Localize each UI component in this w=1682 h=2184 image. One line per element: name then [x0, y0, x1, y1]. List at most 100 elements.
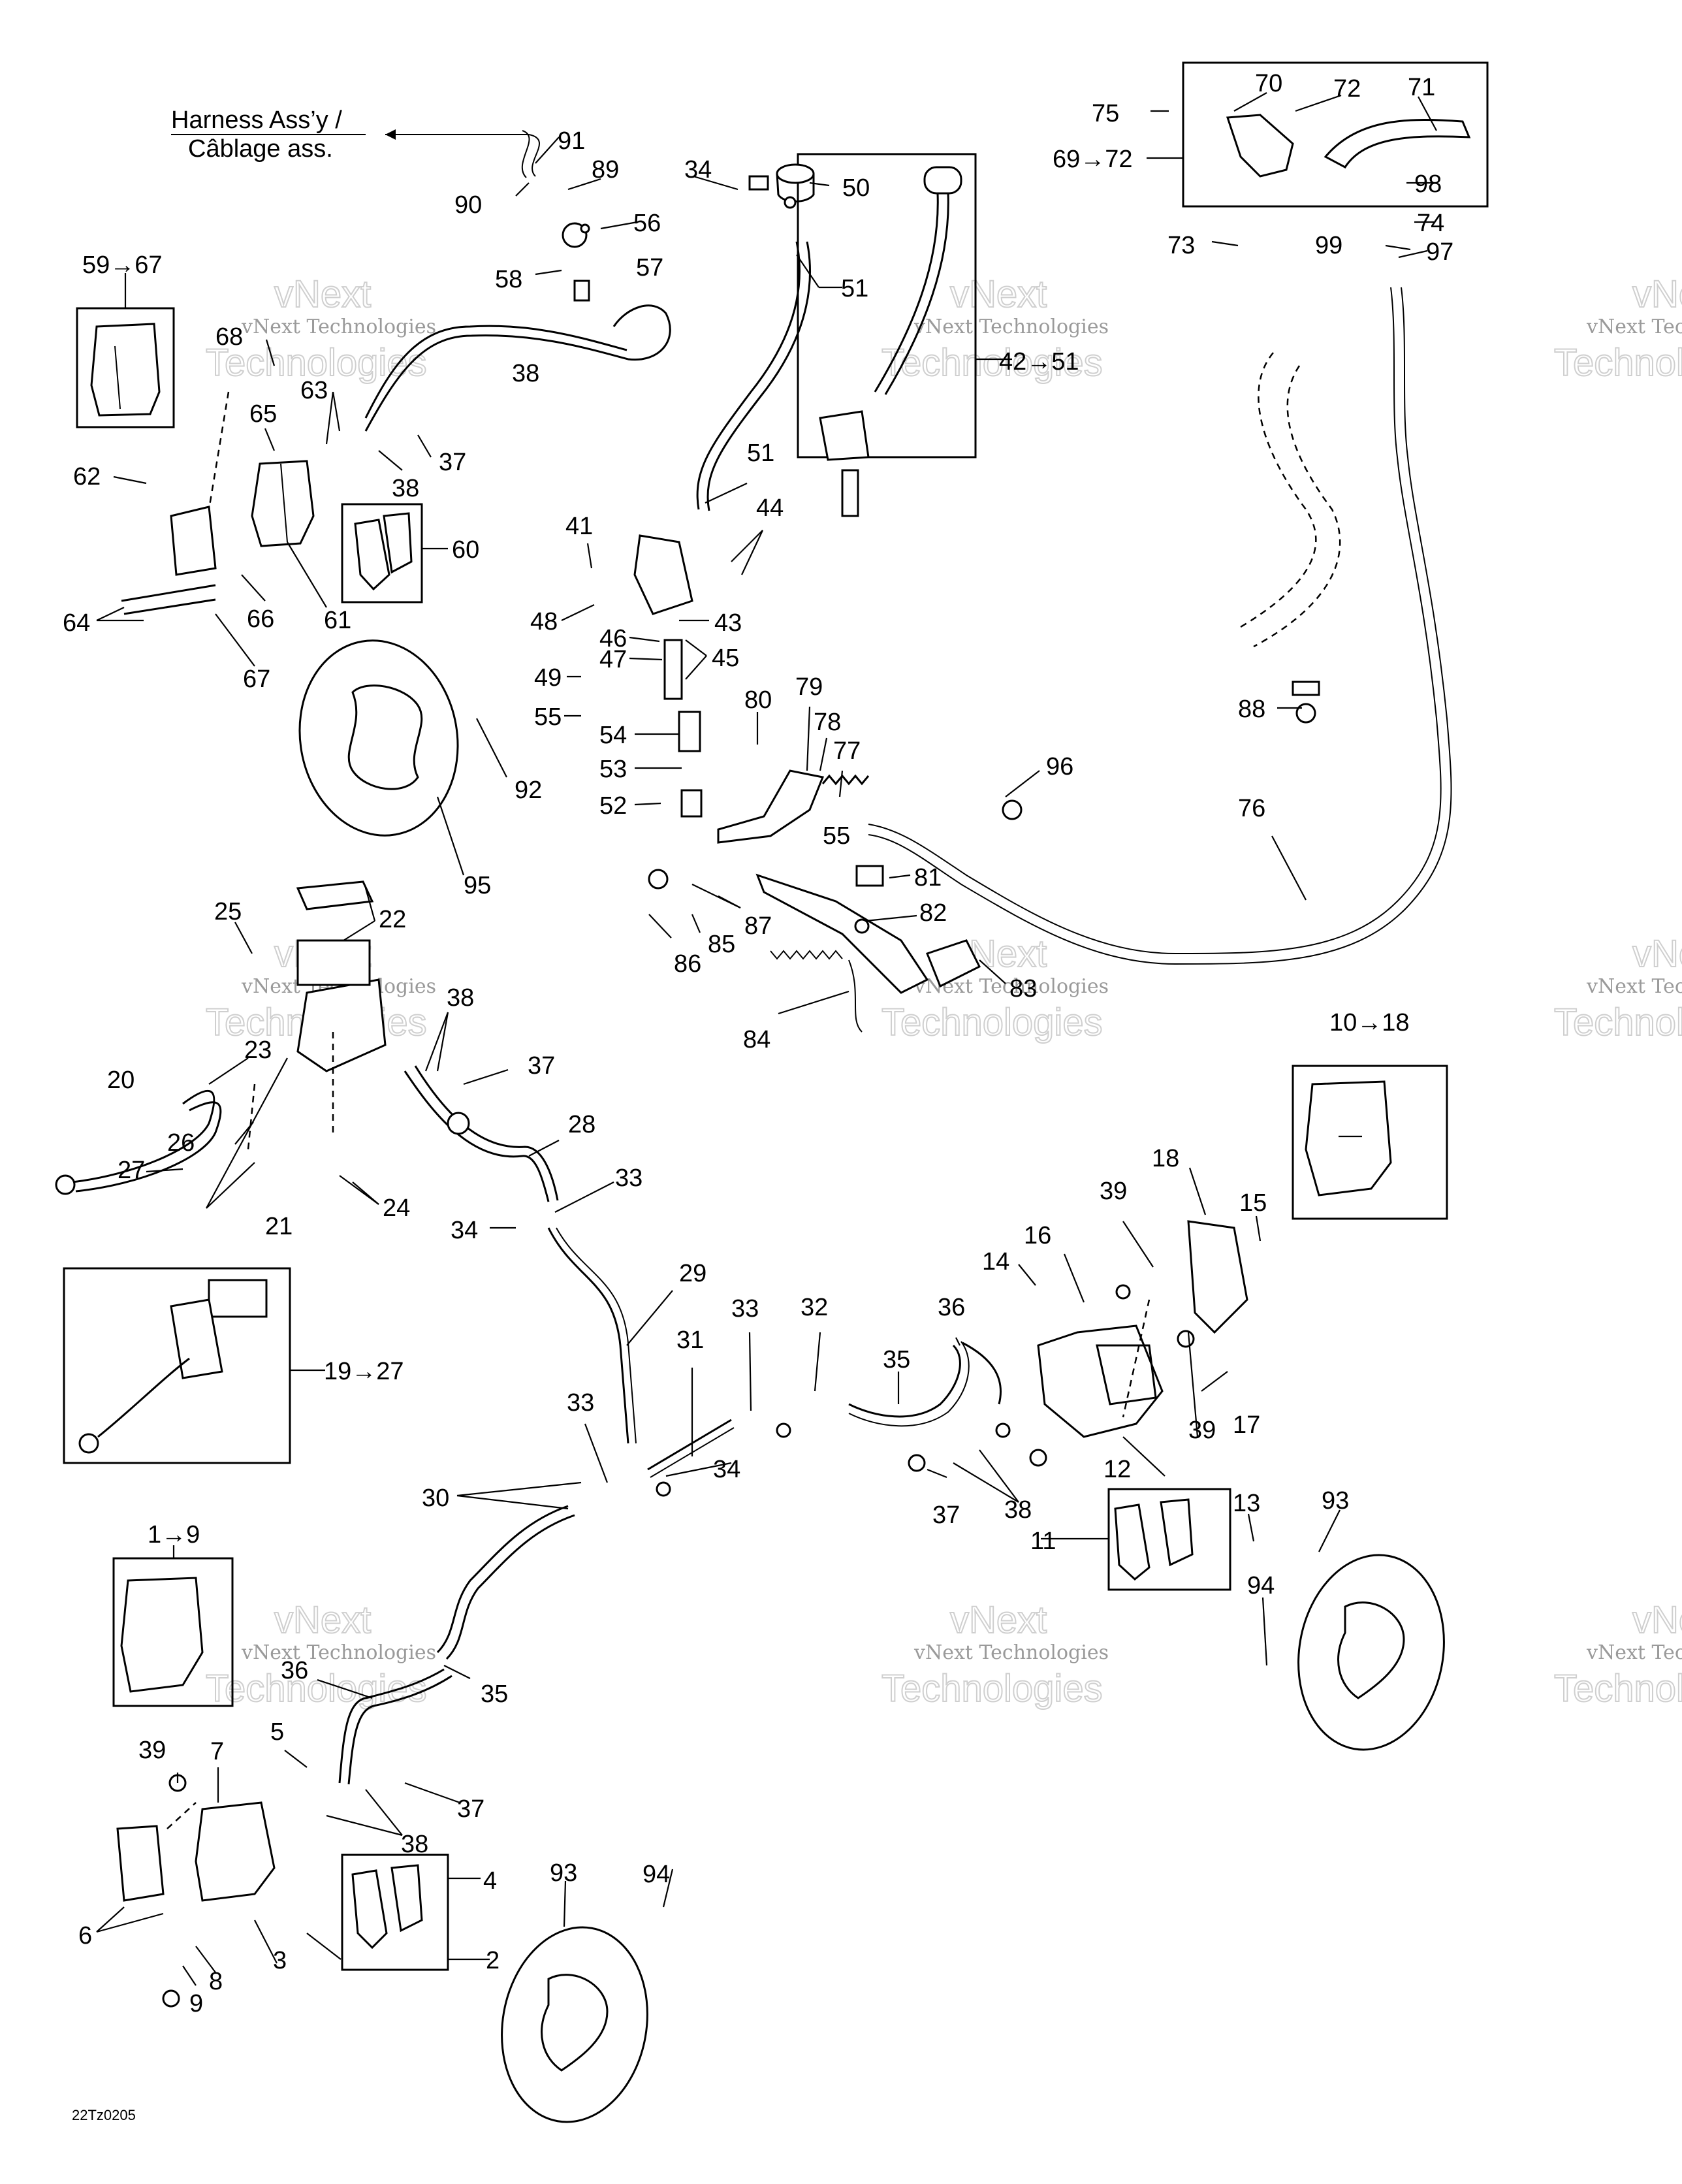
callout-77: 77 — [833, 737, 861, 765]
callout-90: 90 — [454, 191, 482, 219]
callout-80: 80 — [744, 686, 772, 714]
harness-label-line2: Câblage ass. — [188, 135, 333, 163]
brake-pedal-83 — [717, 769, 981, 994]
watermark-text: vNext Technologies — [1586, 975, 1682, 998]
callout-35-right: 35 — [883, 1346, 910, 1373]
callout-99: 99 — [1315, 232, 1342, 259]
callout-13: 13 — [1233, 1490, 1260, 1517]
callout-19-27: 19→27 — [324, 1358, 404, 1385]
callout-8: 8 — [209, 1968, 223, 1995]
callout-37-upper: 37 — [439, 449, 466, 476]
callout-56: 56 — [633, 210, 661, 237]
callout-49: 49 — [534, 664, 562, 692]
brake-pad-box-60 — [341, 503, 423, 603]
callout-38-lower: 38 — [401, 1831, 428, 1858]
watermark-text-large: Technologies — [1554, 1667, 1682, 1710]
callout-10-18: 10→18 — [1329, 1009, 1410, 1036]
brake-pads-60 — [354, 512, 413, 591]
watermark-brand: vNext — [274, 1599, 371, 1641]
brake-line-29 — [547, 1227, 629, 1444]
callout-46: 46 — [599, 625, 627, 652]
callout-32: 32 — [801, 1294, 828, 1321]
hose-35-right — [848, 1344, 961, 1418]
callout-59-67: 59→67 — [82, 251, 163, 279]
watermark-brand: vNext — [950, 273, 1047, 315]
callout-93-left: 93 — [550, 1859, 577, 1887]
watermark-text: vNext Technologies — [241, 315, 436, 338]
callout-18: 18 — [1152, 1145, 1179, 1172]
master-cylinder-43 — [633, 534, 701, 752]
callout-21: 21 — [265, 1213, 293, 1240]
brake-disc-93-right — [1297, 1554, 1445, 1751]
spring-78 — [821, 774, 870, 786]
callout-31: 31 — [676, 1326, 704, 1354]
watermark-brand: vNext — [1632, 1599, 1682, 1641]
watermark-brand: vNext — [950, 1599, 1047, 1641]
watermark-text: vNext Technologies — [1586, 315, 1682, 338]
callout-88: 88 — [1238, 696, 1265, 723]
caliper-bracket-67 — [170, 506, 217, 576]
callout-6: 6 — [78, 1922, 92, 1950]
callout-98: 98 — [1414, 170, 1442, 198]
drawing-code: 22Tz0205 — [72, 2107, 136, 2123]
watermark-text: vNext Technologies — [241, 1641, 436, 1664]
callout-45: 45 — [712, 645, 739, 672]
watermark-text-large: Technologies — [881, 342, 1103, 384]
callout-34: 34 — [684, 156, 712, 184]
spring-84 — [770, 950, 863, 1033]
callout-87: 87 — [744, 912, 772, 940]
callout-26: 26 — [167, 1129, 195, 1157]
harness-label: Harness Ass’y / Câblage ass. — [171, 106, 529, 163]
callout-79: 79 — [795, 673, 823, 701]
watermark-brand: vNext — [1632, 933, 1682, 975]
caliper-assembly-box-10 — [1292, 1065, 1448, 1220]
caliper-12 — [1037, 1220, 1248, 1438]
callout-85: 85 — [708, 931, 735, 958]
callout-38-right: 38 — [1004, 1496, 1032, 1524]
callout-75: 75 — [1092, 100, 1119, 127]
callout-68: 68 — [215, 323, 243, 351]
handlebar-outline — [1240, 352, 1317, 628]
callout-38-mid: 38 — [392, 475, 419, 502]
brake-line-31 — [647, 1419, 732, 1471]
watermark-group: vNext vNext Technologies Technologies vN… — [205, 272, 1682, 1710]
callout-35-left: 35 — [481, 1680, 508, 1708]
hoses-and-lines — [338, 130, 1452, 1785]
arrow-icon — [385, 129, 396, 140]
callout-58: 58 — [495, 266, 522, 293]
callout-73: 73 — [1167, 232, 1195, 259]
callout-37-right: 37 — [932, 1502, 960, 1529]
watermark-text: vNext Technologies — [1586, 1641, 1682, 1664]
callout-37-lower: 37 — [457, 1795, 484, 1823]
callout-94-right: 94 — [1247, 1572, 1275, 1599]
callout-51-lower: 51 — [747, 440, 774, 467]
callout-36-left: 36 — [281, 1657, 308, 1684]
caliper-3 — [116, 1801, 276, 1902]
callout-89: 89 — [592, 156, 619, 184]
callout-39-right: 39 — [1100, 1178, 1127, 1205]
reservoir-hose — [696, 241, 801, 510]
hand-lever-assembly-box — [1182, 61, 1489, 208]
lever-bracket-72 — [1226, 114, 1294, 178]
brake-pads-11 — [1114, 1498, 1194, 1581]
callout-67: 67 — [243, 666, 270, 693]
callout-53: 53 — [599, 756, 627, 783]
caliper-bracket-9 — [116, 1825, 165, 1902]
callout-36-right: 36 — [938, 1294, 965, 1321]
callout-61: 61 — [324, 607, 351, 634]
callout-76: 76 — [1238, 795, 1265, 822]
callout-39-right-lower: 39 — [1188, 1417, 1216, 1444]
master-cylinder-22 — [296, 880, 387, 1072]
callout-97: 97 — [1426, 238, 1453, 266]
watermark-text-large: Technologies — [1554, 1001, 1682, 1044]
master-cylinder-thumb-19 — [78, 1279, 268, 1454]
callout-16: 16 — [1024, 1222, 1051, 1249]
callout-96: 96 — [1046, 753, 1073, 780]
hose-30 — [436, 1505, 569, 1654]
callout-20: 20 — [107, 1067, 135, 1094]
callout-11: 11 — [1030, 1528, 1056, 1555]
callout-82: 82 — [919, 899, 947, 927]
callout-27: 27 — [118, 1157, 145, 1184]
brake-lever-20 — [55, 1089, 222, 1195]
